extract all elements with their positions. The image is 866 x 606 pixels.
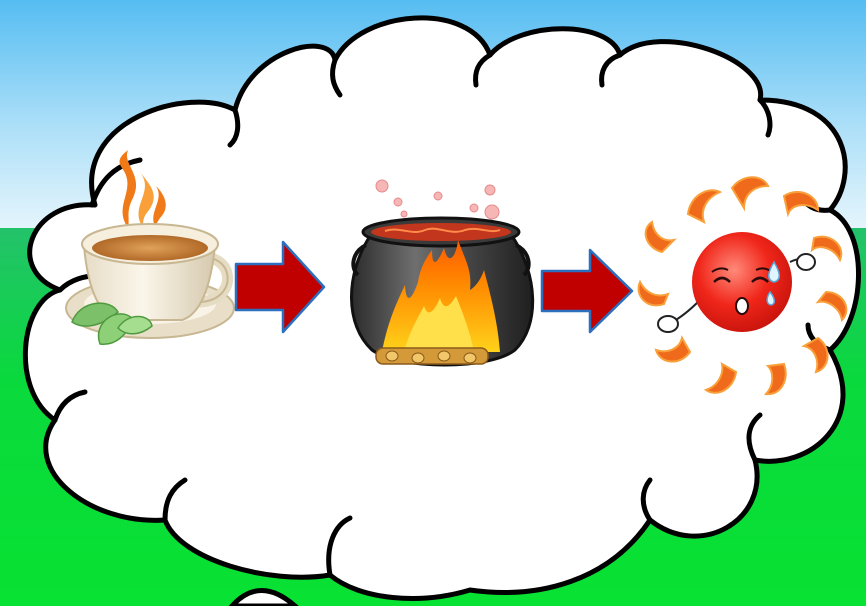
sun-hand bbox=[797, 254, 815, 270]
sun-hand bbox=[658, 316, 678, 332]
tea-surface bbox=[92, 235, 208, 261]
sun-face bbox=[692, 232, 792, 332]
sun-mouth bbox=[736, 298, 748, 314]
boiling-liquid bbox=[371, 223, 511, 241]
firewood-icon bbox=[376, 348, 488, 364]
